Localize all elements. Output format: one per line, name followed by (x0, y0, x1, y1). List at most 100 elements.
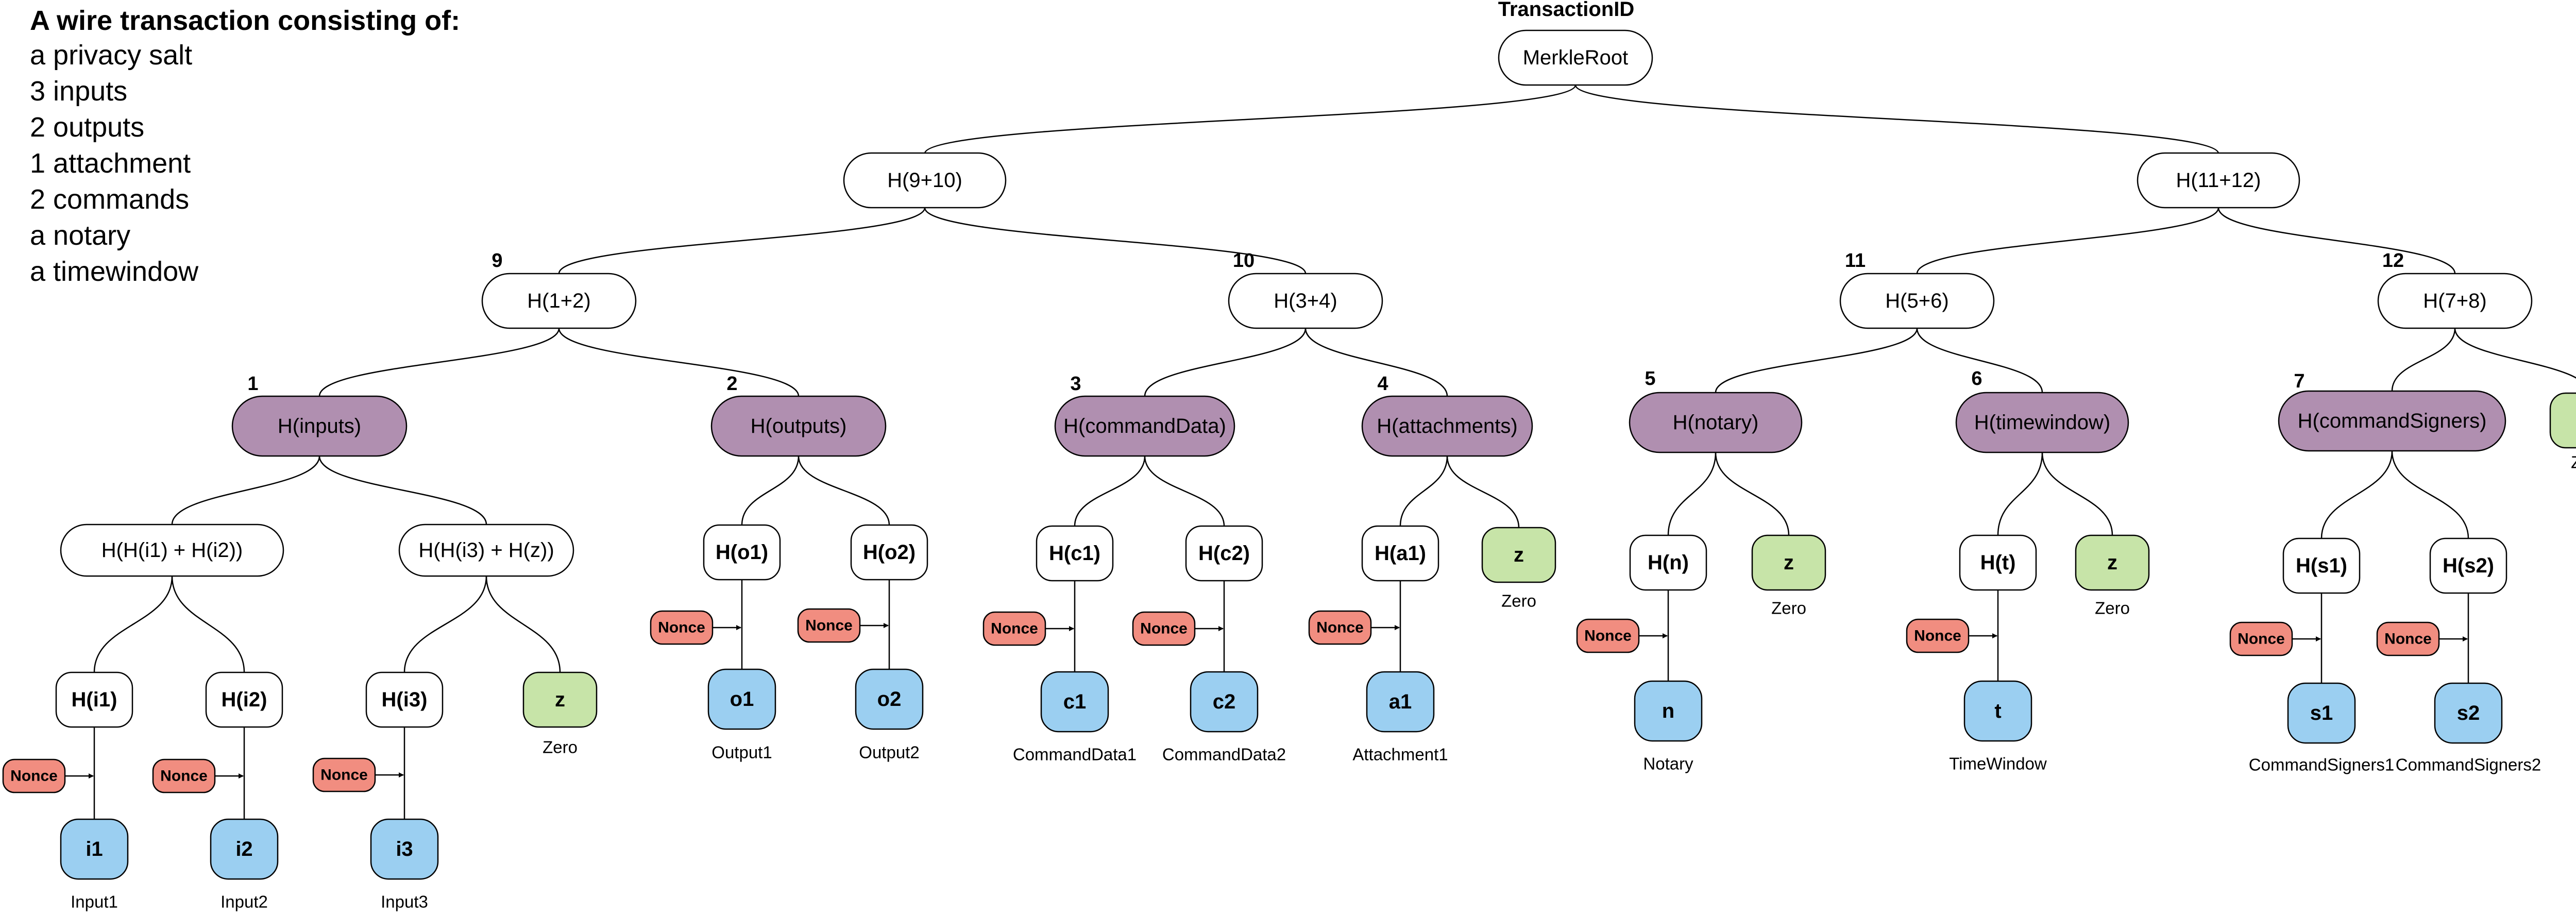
node-shape (2137, 152, 2300, 209)
component-hash-node: H(o1) (703, 524, 781, 581)
node-label: H(c2) (1198, 542, 1250, 565)
component-caption: Output1 (711, 743, 772, 762)
nonce-node: Nonce (312, 757, 376, 792)
component-hash-node: H(s2) (2429, 537, 2507, 594)
node-label: a1 (1389, 690, 1412, 713)
node-shape (1963, 680, 2032, 742)
nonce-label: Nonce (805, 617, 853, 634)
node-label: i1 (86, 838, 103, 860)
tree-edge (798, 455, 890, 526)
zero-caption: Zero (543, 738, 578, 757)
component-leaf-node: s1 (2287, 682, 2356, 744)
node-label: H(9+10) (887, 169, 962, 192)
description-item: a notary (30, 220, 130, 251)
component-hash-node: H(n) (1629, 534, 1707, 591)
description-item: 2 outputs (30, 112, 144, 143)
node-label: t (1994, 700, 2001, 722)
node-label: s2 (2457, 702, 2480, 724)
node-shape (1228, 273, 1383, 329)
node-label: H(outputs) (751, 415, 847, 437)
node-label: H(t) (1980, 551, 2016, 574)
tree-edges (65, 85, 2576, 819)
component-group-node: H(notary) (1629, 392, 1803, 453)
nonce-shape (797, 608, 861, 643)
node-shape (1629, 392, 1803, 453)
component-caption: CommandSigners2 (2396, 755, 2541, 774)
tree-edge (403, 576, 487, 673)
tree-edge (1304, 328, 1448, 397)
component-caption: Notary (1643, 754, 1693, 773)
zero-caption: Zero (2095, 599, 2130, 618)
node-shape (710, 395, 887, 457)
nonce-label: Nonce (160, 768, 208, 785)
nonce-shape (1308, 610, 1372, 645)
tree-edge (485, 576, 561, 673)
node-label: H(11+12) (2176, 169, 2261, 192)
hash-node: H(H(i3) + H(z)) (398, 523, 574, 577)
node-shape (1185, 525, 1263, 582)
tree-edge (1997, 452, 2043, 536)
nonce-label: Nonce (2238, 631, 2285, 648)
node-shape (707, 668, 776, 730)
tree-edge (318, 328, 560, 397)
component-hash-node: H(o2) (850, 524, 928, 581)
component-hash-node: H(i2) (205, 671, 283, 728)
description-item: 1 attachment (30, 148, 191, 179)
description-item: 3 inputs (30, 76, 127, 107)
node-shape (60, 818, 129, 880)
node-shape (1054, 395, 1235, 457)
node-shape (2429, 537, 2507, 594)
component-leaf-node: i2 (210, 818, 279, 880)
hash-node: H(1+2) (481, 273, 637, 329)
description-item: a timewindow (30, 256, 199, 287)
nonce-label: Nonce (658, 619, 705, 636)
tree-edge (93, 576, 173, 673)
node-shape (398, 523, 574, 577)
component-leaf-node: t (1963, 680, 2032, 742)
node-label: z (1784, 551, 1794, 574)
node-label: H(s2) (2443, 554, 2494, 577)
component-group-node: H(attachments) (1361, 395, 1533, 457)
component-caption: Output2 (859, 743, 919, 762)
node-shape (1481, 527, 1556, 583)
component-leaf-node: o2 (855, 668, 924, 730)
node-label: H(1+2) (527, 290, 590, 312)
component-hash-node: H(i1) (55, 671, 133, 728)
component-hash-node: H(t) (1959, 534, 2037, 591)
tree-edge (558, 207, 926, 274)
node-label: o2 (877, 688, 902, 711)
node-shape (2075, 534, 2150, 591)
description-title: A wire transaction consisting of: (30, 5, 460, 36)
component-leaf-node: n (1634, 680, 1703, 742)
node-shape (55, 671, 133, 728)
node-label: H(H(i1) + H(i2)) (101, 539, 243, 562)
nonce-node: Nonce (1906, 618, 1970, 653)
node-label: H(c1) (1049, 542, 1100, 565)
nonce-shape (312, 757, 376, 792)
merkle-root-node: MerkleRoot (1498, 29, 1653, 86)
node-shape (2434, 682, 2503, 744)
node-number: 7 (2294, 370, 2304, 392)
nonce-node: Nonce (982, 611, 1046, 646)
nonce-node: Nonce (797, 608, 861, 643)
nonce-node: Nonce (2229, 621, 2293, 656)
nonce-shape (650, 610, 714, 645)
description-list: A wire transaction consisting of: a priv… (30, 5, 460, 287)
node-label: H(timewindow) (1974, 411, 2111, 434)
node-label: z (2107, 551, 2117, 574)
component-caption: Attachment1 (1352, 745, 1448, 764)
description-item: 2 commands (30, 184, 189, 215)
node-label: z (1514, 544, 1524, 566)
tree-edge (2391, 450, 2469, 539)
node-label: H(i2) (222, 688, 267, 711)
hash-node: H(H(i1) + H(i2)) (60, 523, 284, 577)
tree-edge (1916, 328, 2043, 393)
node-shape (1040, 671, 1109, 733)
component-leaf-node: i3 (370, 818, 439, 880)
tree-edge (741, 455, 800, 526)
node-label: H(7+8) (2423, 290, 2486, 312)
tree-edge (1715, 452, 1790, 536)
hash-node: H(5+6) (1839, 273, 1995, 329)
